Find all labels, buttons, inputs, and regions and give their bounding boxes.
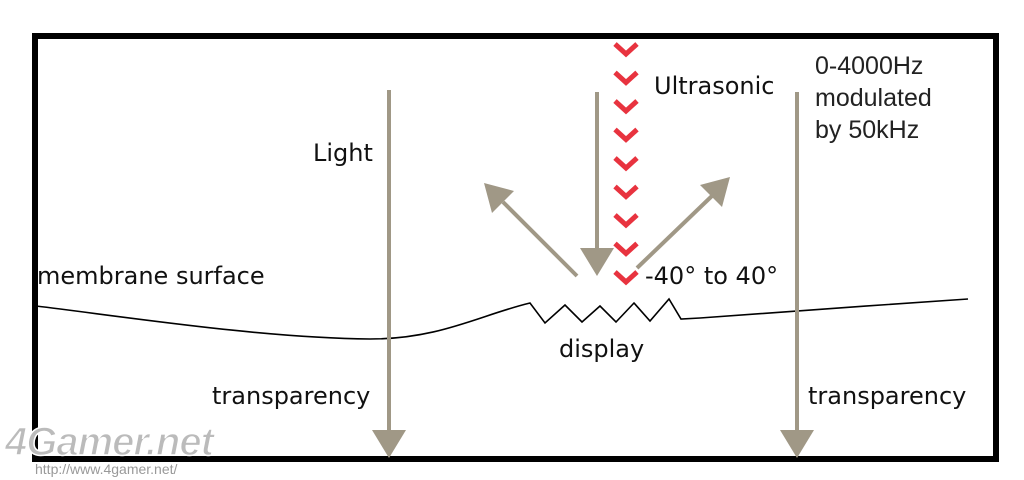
ultrasonic-chevron: [613, 99, 639, 115]
watermark: 4Gamer.net http://www.4gamer.net/: [3, 419, 217, 477]
frequency-label-line1: 0-4000Hz: [815, 52, 923, 80]
watermark-logo: 4Gamer.net: [4, 420, 216, 464]
ultrasonic-chevron: [613, 241, 639, 257]
ultrasonic-chevron: [613, 213, 639, 229]
ultrasonic-chevron: [613, 270, 639, 286]
reflected-arrow-right: [635, 177, 730, 270]
transparency-label-left: transparency: [212, 382, 370, 410]
membrane-surface-line: [35, 297, 969, 340]
transparency-label-right: transparency: [808, 382, 966, 410]
ultrasonic-chevron: [613, 42, 639, 58]
light-label: Light: [313, 139, 373, 167]
incident-light-arrow: [580, 92, 614, 276]
diagram-frame: [32, 33, 999, 462]
frequency-label-line2: modulated: [815, 84, 932, 112]
watermark-url: http://www.4gamer.net/: [35, 461, 178, 477]
angle-range-label: -40° to 40°: [645, 262, 778, 290]
ultrasonic-chevron: [613, 127, 639, 143]
membrane-surface-label: membrane surface: [37, 262, 265, 290]
ultrasonic-chevron: [613, 184, 639, 200]
frequency-label-line3: by 50kHz: [815, 116, 919, 144]
ultrasonic-chevron: [613, 70, 639, 86]
light-arrow: [372, 90, 406, 458]
display-label: display: [559, 335, 644, 363]
ultrasonic-label: Ultrasonic: [654, 72, 774, 100]
ultrasonic-wave-chevrons: [613, 42, 639, 286]
ultrasonic-chevron: [613, 156, 639, 172]
reflected-arrow-left: [484, 183, 579, 278]
modulated-signal-arrow: [780, 92, 814, 458]
